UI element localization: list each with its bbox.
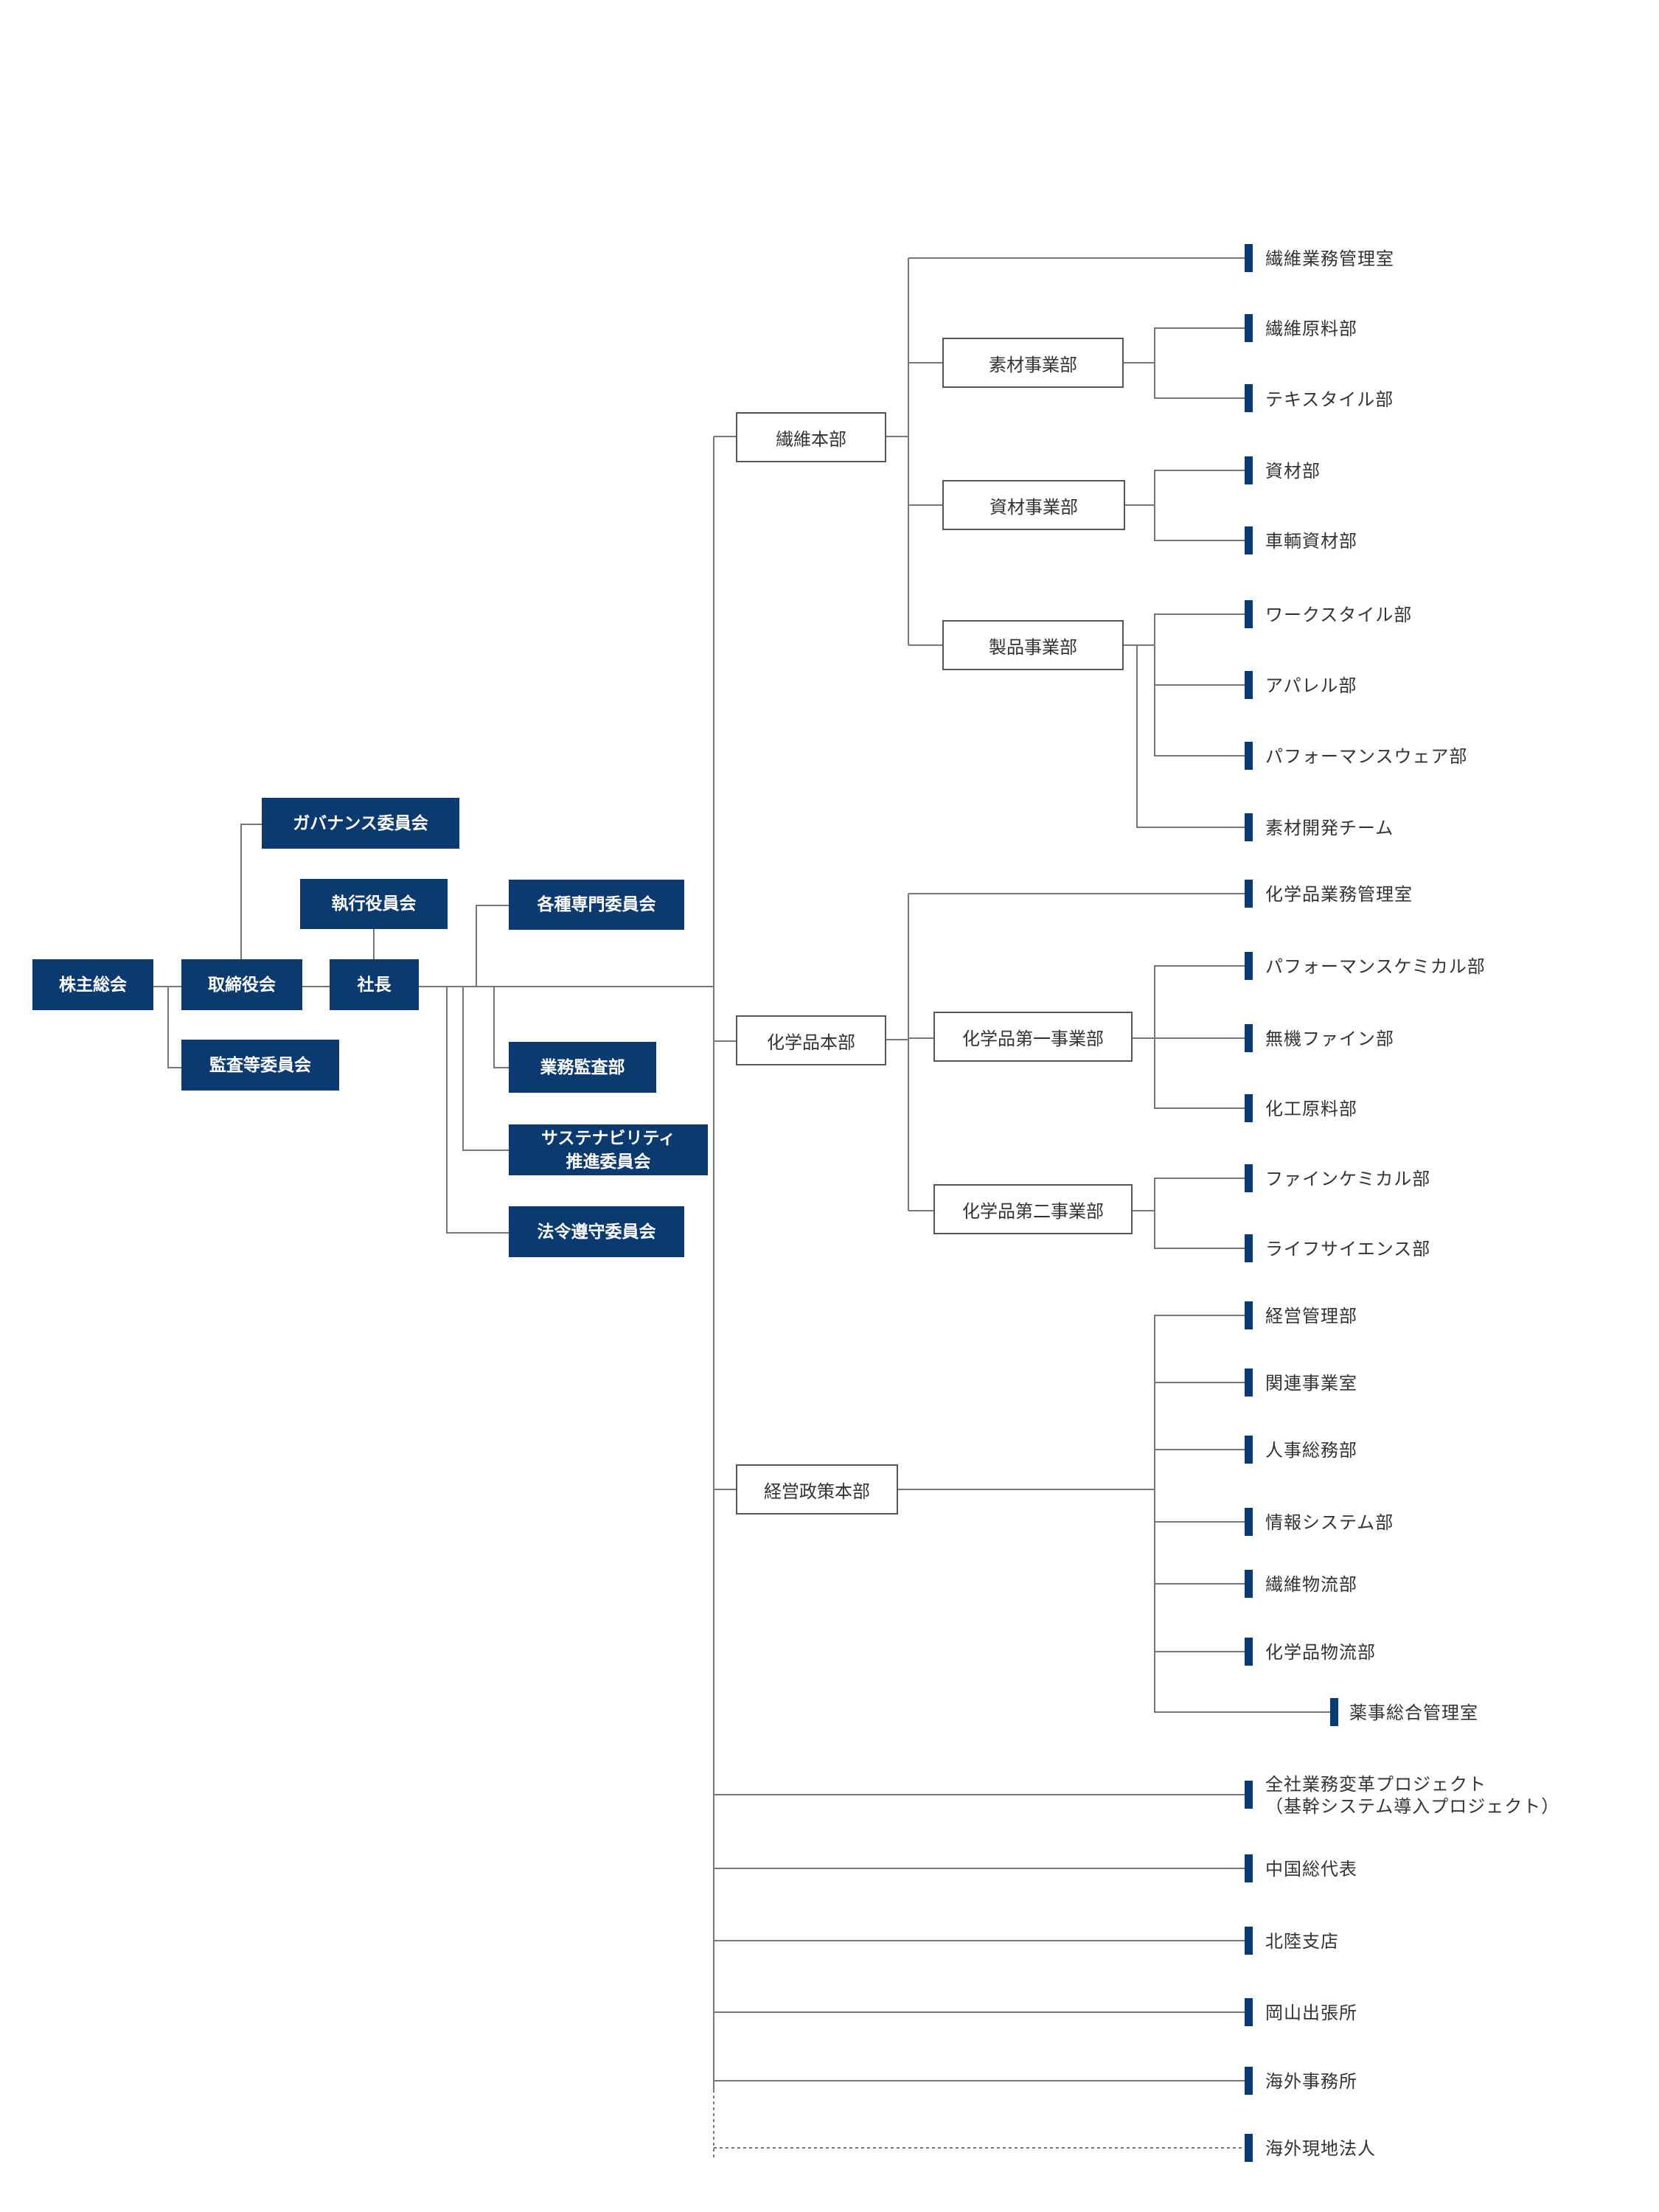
- dept-workstyle: ワークスタイル部: [1265, 605, 1413, 625]
- dept-marker: [1245, 1436, 1253, 1464]
- dept-marker: [1245, 526, 1253, 554]
- dept-marker: [1245, 314, 1253, 342]
- dept-fiber-raw-materials: 繊維原料部: [1265, 319, 1357, 339]
- dept-textile: テキスタイル部: [1265, 389, 1394, 410]
- dept-marker: [1245, 1024, 1253, 1052]
- internal-audit-dept-box: 業務監査部: [509, 1042, 656, 1093]
- materials-division-box: 素材事業部: [942, 338, 1124, 388]
- dept-marker: [1245, 1638, 1253, 1666]
- dept-life-science: ライフサイエンス部: [1265, 1239, 1431, 1259]
- dept-marker: [1245, 880, 1253, 908]
- dept-marker: [1245, 1301, 1253, 1329]
- dept-okayama-office: 岡山出張所: [1265, 2003, 1357, 2023]
- dept-marker: [1330, 1698, 1338, 1726]
- dept-information-systems: 情報システム部: [1265, 1512, 1394, 1533]
- dept-marker: [1245, 671, 1253, 699]
- products-division-box: 製品事業部: [942, 620, 1124, 670]
- dept-marker: [1245, 384, 1253, 412]
- president-box: 社長: [330, 959, 419, 1010]
- management-policy-hq-box: 経営政策本部: [736, 1464, 898, 1514]
- dept-marker: [1245, 813, 1253, 841]
- sustainability-committee-box: サステナビリティ 推進委員会: [509, 1124, 708, 1175]
- dept-fine-chemical: ファインケミカル部: [1265, 1169, 1431, 1189]
- dept-marker: [1245, 1781, 1253, 1809]
- dept-chemical-business-office: 化学品業務管理室: [1265, 884, 1413, 905]
- dept-dx-project: 全社業務変革プロジェクト （基幹システム導入プロジェクト）: [1265, 1774, 1560, 1817]
- dept-marker: [1245, 244, 1253, 272]
- dept-overseas-subsidiaries: 海外現地法人: [1265, 2138, 1376, 2159]
- dept-marker: [1245, 1854, 1253, 1882]
- compliance-committee-box: 法令遵守委員会: [509, 1206, 684, 1257]
- dept-marker: [1245, 952, 1253, 980]
- dept-chemical-raw-materials: 化工原料部: [1265, 1099, 1357, 1119]
- dept-hr-general-affairs: 人事総務部: [1265, 1440, 1357, 1461]
- dept-business-management: 経営管理部: [1265, 1306, 1357, 1326]
- dept-marker: [1245, 600, 1253, 628]
- dept-marker: [1245, 1368, 1253, 1397]
- governance-committee-box: ガバナンス委員会: [262, 798, 459, 849]
- chemical-division-1-box: 化学品第一事業部: [933, 1012, 1133, 1062]
- dept-marker: [1245, 1927, 1253, 1955]
- dept-marker: [1245, 1234, 1253, 1262]
- executive-committee-box: 執行役員会: [300, 879, 448, 929]
- dept-hokuriku-branch: 北陸支店: [1265, 1931, 1339, 1952]
- dept-fiber-logistics: 繊維物流部: [1265, 1574, 1357, 1595]
- dept-marker: [1245, 1508, 1253, 1536]
- dept-fiber-business-office: 繊維業務管理室: [1265, 248, 1394, 269]
- dept-marker: [1245, 2134, 1253, 2162]
- shareholders-meeting-box: 株主総会: [32, 959, 153, 1010]
- dept-marker: [1245, 1998, 1253, 2026]
- dept-performance-chemical: パフォーマンスケミカル部: [1265, 956, 1486, 977]
- chemical-hq-box: 化学品本部: [736, 1015, 886, 1065]
- expert-committees-box: 各種専門委員会: [509, 880, 684, 930]
- dept-marker: [1245, 1164, 1253, 1192]
- dept-pharma-affairs-office: 薬事総合管理室: [1349, 1703, 1478, 1723]
- dept-affiliates-office: 関連事業室: [1265, 1373, 1357, 1394]
- dept-apparel: アパレル部: [1265, 675, 1357, 696]
- dept-marker: [1245, 456, 1253, 484]
- chemical-division-2-box: 化学品第二事業部: [933, 1184, 1133, 1234]
- dept-inorganic-fine: 無機ファイン部: [1265, 1029, 1394, 1049]
- dept-marker: [1245, 742, 1253, 770]
- dept-chemical-logistics: 化学品物流部: [1265, 1642, 1376, 1663]
- audit-committee-box: 監査等委員会: [181, 1040, 339, 1091]
- board-of-directors-box: 取締役会: [181, 959, 302, 1010]
- dept-marker: [1245, 1094, 1253, 1122]
- dept-marker: [1245, 1570, 1253, 1598]
- dept-materials: 資材部: [1265, 461, 1321, 481]
- supplies-division-box: 資材事業部: [942, 480, 1125, 530]
- dept-china-rep: 中国総代表: [1265, 1859, 1357, 1879]
- dept-marker: [1245, 2067, 1253, 2095]
- fiber-hq-box: 繊維本部: [736, 412, 886, 462]
- dept-vehicle-materials: 車輌資材部: [1265, 531, 1357, 552]
- dept-overseas-offices: 海外事務所: [1265, 2071, 1357, 2092]
- dept-material-dev-team: 素材開発チーム: [1265, 818, 1394, 838]
- dept-performance-wear: パフォーマンスウェア部: [1265, 746, 1468, 767]
